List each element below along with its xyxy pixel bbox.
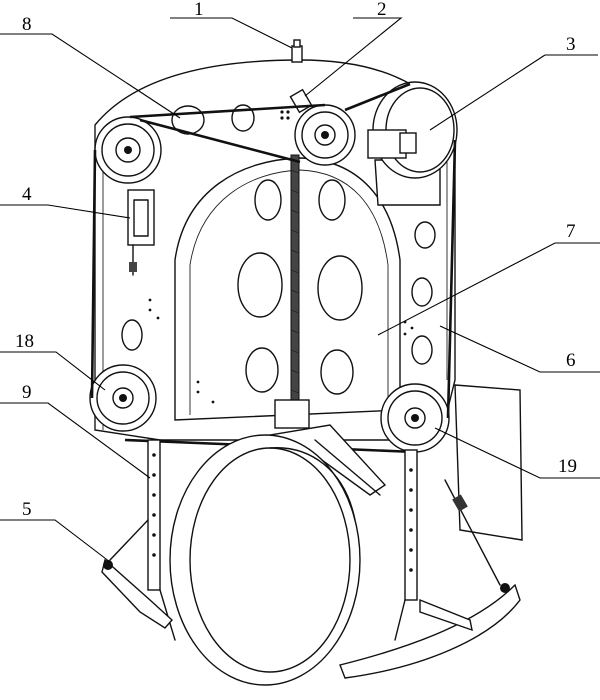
- part-label-8: 8: [22, 14, 32, 35]
- gearbox-housing: [454, 384, 523, 541]
- clamp-pivot-right: [500, 583, 510, 593]
- leader-18: [0, 351, 106, 391]
- leader-5: [0, 519, 111, 563]
- arch-inner-edge: [189, 169, 389, 415]
- arch-plate: [174, 157, 401, 421]
- clamp-arm-left: [101, 558, 173, 629]
- clamp-link-collar: [452, 494, 468, 512]
- arch-hole: [320, 349, 354, 395]
- leader-9: [0, 402, 151, 479]
- leader-4: [0, 204, 131, 219]
- pulley-top-left: [94, 116, 162, 184]
- part-label-2: 2: [377, 0, 387, 20]
- clamp-pivot-left: [103, 560, 113, 570]
- leader-6: [439, 325, 600, 373]
- part-label-5: 5: [22, 499, 32, 520]
- motor-coupling: [399, 132, 417, 154]
- rivet-dots: [148, 110, 414, 404]
- frame-hole: [231, 104, 255, 132]
- clamp-jaw-right: [339, 583, 521, 679]
- tensioner-4: [127, 189, 155, 246]
- belt-right-vertical: [446, 139, 457, 419]
- part-label-3: 3: [566, 34, 576, 55]
- pulley-top-middle: [294, 104, 356, 166]
- top-fitting: [291, 45, 303, 63]
- left-rail-holes: [152, 453, 156, 557]
- belt-top: [129, 103, 326, 119]
- carriage-rail: [314, 439, 381, 496]
- frame-hole: [411, 335, 433, 365]
- pulley-lower-right-19: [380, 383, 450, 453]
- leader-8: [0, 33, 181, 119]
- part-label-1: 1: [194, 0, 204, 20]
- leader-1: [170, 17, 293, 49]
- part-label-4: 4: [22, 184, 32, 205]
- leader-3: [429, 54, 598, 131]
- arch-hole: [237, 252, 283, 318]
- pipe-front-ring: [169, 434, 361, 686]
- tensioner-4-slot: [133, 199, 149, 237]
- leader-2: [304, 17, 403, 97]
- leader-19: [434, 427, 600, 479]
- frame-hole: [411, 277, 433, 307]
- part-label-19: 19: [558, 456, 577, 477]
- lead-screw-thread: [290, 169, 300, 394]
- arch-hole: [318, 179, 346, 221]
- clamp-lever-right: [419, 598, 473, 632]
- top-fitting-cap: [293, 39, 301, 48]
- part-label-9: 9: [22, 382, 32, 403]
- frame-hole: [171, 105, 205, 135]
- leader-7: [377, 242, 600, 336]
- arch-hole: [254, 179, 282, 221]
- tensioner-4-nut: [129, 262, 137, 272]
- right-rail: [404, 449, 418, 601]
- frame-hole: [414, 221, 436, 249]
- pulley-lower-left-18: [89, 364, 157, 432]
- part-label-18: 18: [15, 331, 34, 352]
- arch-hole: [245, 347, 279, 393]
- clamp-link-right: [444, 479, 501, 586]
- lead-screw: [290, 154, 300, 416]
- part-label-6: 6: [566, 350, 576, 371]
- belt-left-vertical: [90, 149, 97, 399]
- frame-hole: [121, 319, 143, 351]
- arch-hole: [317, 255, 363, 321]
- part-label-7: 7: [566, 221, 576, 242]
- clamp-link-left: [109, 519, 149, 561]
- pipe-body-edge: [269, 447, 356, 521]
- belt-to-motor: [344, 82, 411, 112]
- belt-diagonal: [139, 118, 301, 164]
- right-rail-holes: [409, 468, 413, 572]
- screw-nut-block: [274, 399, 310, 429]
